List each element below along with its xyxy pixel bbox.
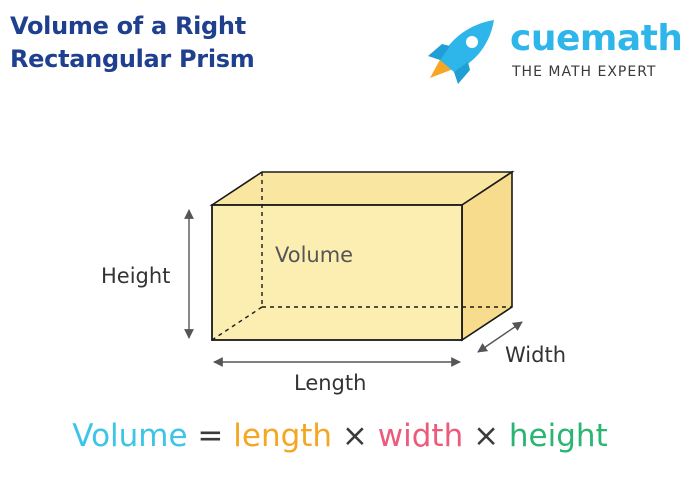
formula-height: height: [508, 418, 608, 454]
formula-times-1: ×: [332, 418, 378, 454]
width-label: Width: [505, 343, 566, 367]
brand-name: cuemath: [510, 18, 680, 59]
length-label: Length: [294, 371, 366, 395]
height-label: Height: [101, 264, 170, 288]
title-line-1: Volume of a Right: [10, 12, 246, 40]
prism-front-face: [211, 204, 463, 341]
formula-times-2: ×: [463, 418, 509, 454]
brand-logo: cuemath THE MATH EXPERT: [420, 14, 680, 94]
volume-formula: Volume = length × width × height: [0, 418, 680, 454]
prism-top-face: [209, 171, 515, 206]
width-arrow: [477, 321, 523, 353]
formula-length: length: [233, 418, 333, 454]
formula-volume: Volume: [72, 418, 188, 454]
volume-label: Volume: [275, 243, 353, 267]
formula-width: width: [377, 418, 464, 454]
brand-tagline: THE MATH EXPERT: [512, 64, 657, 80]
rocket-icon: [428, 20, 494, 84]
hidden-edges: [211, 172, 512, 341]
formula-equals: =: [187, 418, 234, 454]
page-title: Volume of a Right Rectangular Prism: [10, 10, 340, 76]
title-line-2: Rectangular Prism: [10, 45, 255, 73]
